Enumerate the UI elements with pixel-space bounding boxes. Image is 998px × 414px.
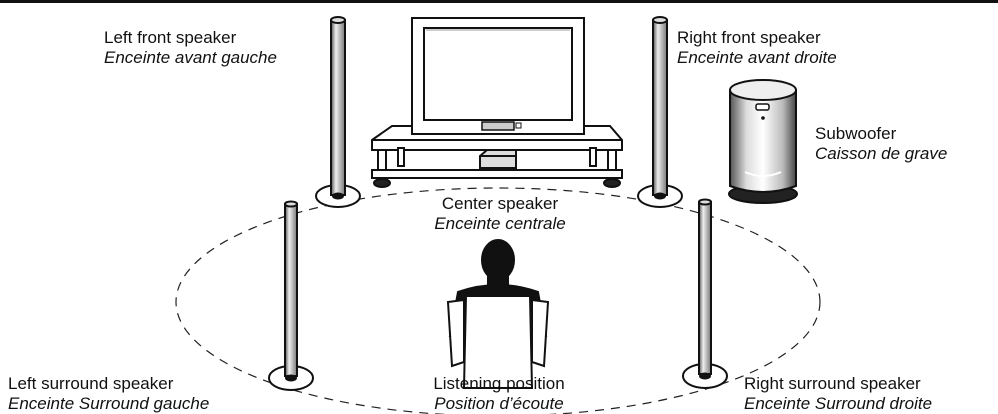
label-left-front-fr: Enceinte avant gauche	[104, 48, 277, 67]
label-subwoofer-fr: Caisson de grave	[815, 144, 948, 163]
label-right-front-en: Right front speaker	[677, 28, 821, 47]
subwoofer-icon	[728, 79, 798, 204]
front-speaker-icon	[637, 16, 683, 208]
top-rule	[0, 0, 998, 3]
label-left-surround-en: Left surround speaker	[8, 374, 174, 393]
label-right-front-fr: Enceinte avant droite	[677, 48, 837, 67]
surround-speaker-icon	[682, 198, 728, 389]
surround-speaker-icon	[268, 200, 314, 391]
label-left-surround: Left surround speaker Enceinte Surround …	[8, 374, 209, 414]
label-right-surround: Right surround speaker Enceinte Surround…	[744, 374, 932, 414]
label-left-front: Left front speaker Enceinte avant gauche	[104, 28, 277, 68]
center-speaker-icon	[479, 149, 517, 169]
label-center: Center speaker Enceinte centrale	[420, 194, 580, 234]
label-right-front: Right front speaker Enceinte avant droit…	[677, 28, 837, 68]
label-listening-en: Listening position	[433, 374, 565, 393]
label-right-surround-fr: Enceinte Surround droite	[744, 394, 933, 413]
label-subwoofer: Subwoofer Caisson de grave	[815, 124, 947, 164]
listener-icon	[446, 239, 550, 389]
label-listening: Listening position Position d’écoute	[410, 374, 588, 414]
front-speaker-icon	[315, 16, 361, 208]
label-left-front-en: Left front speaker	[104, 28, 237, 47]
television-icon	[411, 17, 585, 135]
label-center-en: Center speaker	[441, 194, 559, 213]
label-right-surround-en: Right surround speaker	[744, 374, 921, 393]
label-subwoofer-en: Subwoofer	[815, 124, 897, 143]
label-left-surround-fr: Enceinte Surround gauche	[8, 394, 210, 413]
label-center-fr: Enceinte centrale	[434, 214, 566, 233]
label-listening-fr: Position d’écoute	[434, 394, 564, 413]
listening-circle-icon	[175, 187, 821, 414]
